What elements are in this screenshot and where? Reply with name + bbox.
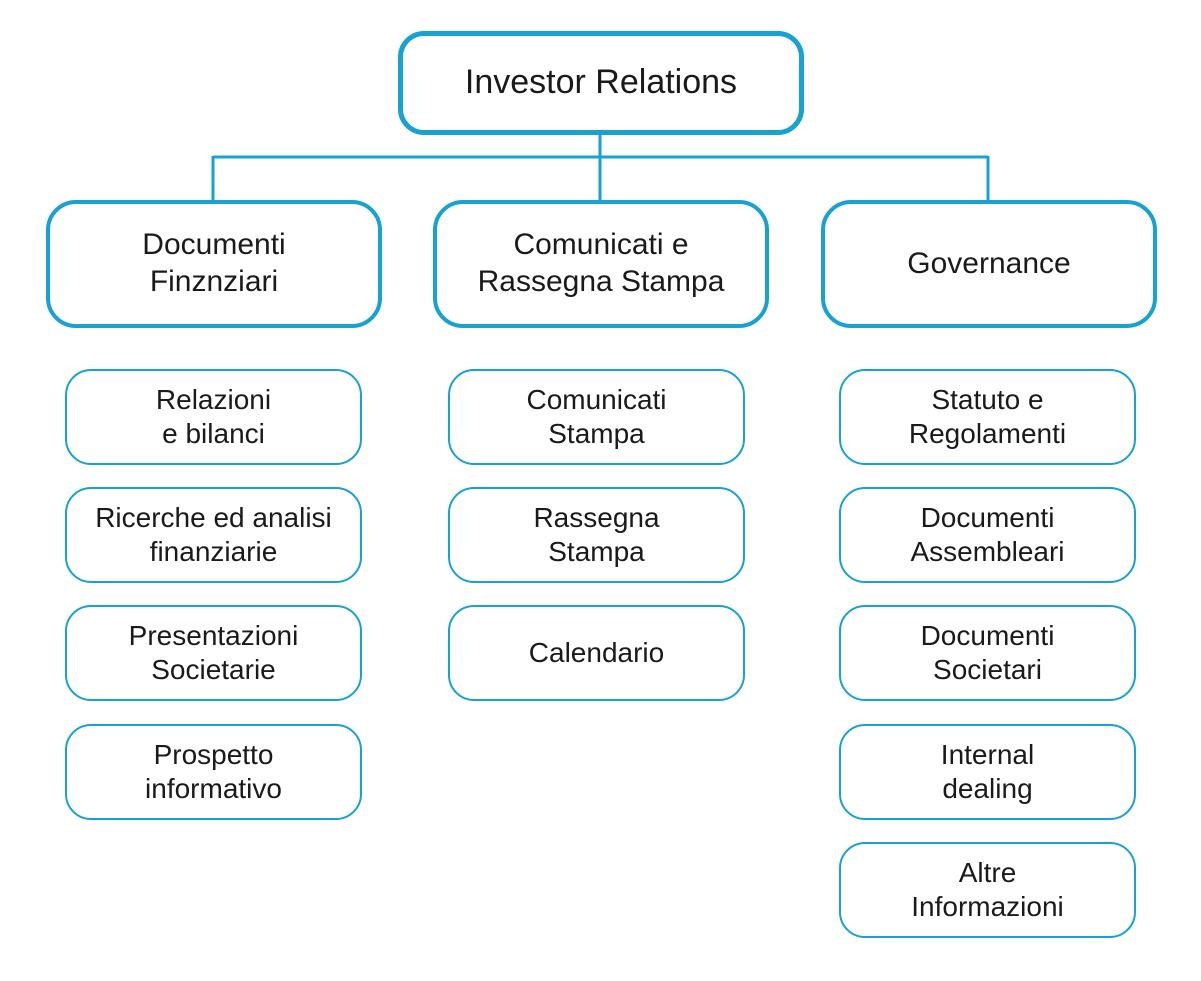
item-statuto-e-regolamenti: Statuto e Regolamenti xyxy=(839,369,1136,465)
category-documenti-finanziari: Documenti Finznziari xyxy=(46,200,382,328)
item-altre-informazioni: Altre Informazioni xyxy=(839,842,1136,938)
item-prospetto-informativo: Prospetto informativo xyxy=(65,724,362,820)
root-node-investor-relations: Investor Relations xyxy=(398,31,804,135)
item-ricerche-ed-analisi-finanziarie: Ricerche ed analisi finanziarie xyxy=(65,487,362,583)
item-calendario: Calendario xyxy=(448,605,745,701)
category-governance: Governance xyxy=(821,200,1157,328)
category-comunicati-rassegna-stampa: Comunicati e Rassegna Stampa xyxy=(433,200,769,328)
item-comunicati-stampa: Comunicati Stampa xyxy=(448,369,745,465)
item-relazioni-e-bilanci: Relazioni e bilanci xyxy=(65,369,362,465)
item-documenti-assembleari: Documenti Assembleari xyxy=(839,487,1136,583)
item-rassegna-stampa: Rassegna Stampa xyxy=(448,487,745,583)
item-internal-dealing: Internal dealing xyxy=(839,724,1136,820)
item-presentazioni-societarie: Presentazioni Societarie xyxy=(65,605,362,701)
item-documenti-societari: Documenti Societari xyxy=(839,605,1136,701)
